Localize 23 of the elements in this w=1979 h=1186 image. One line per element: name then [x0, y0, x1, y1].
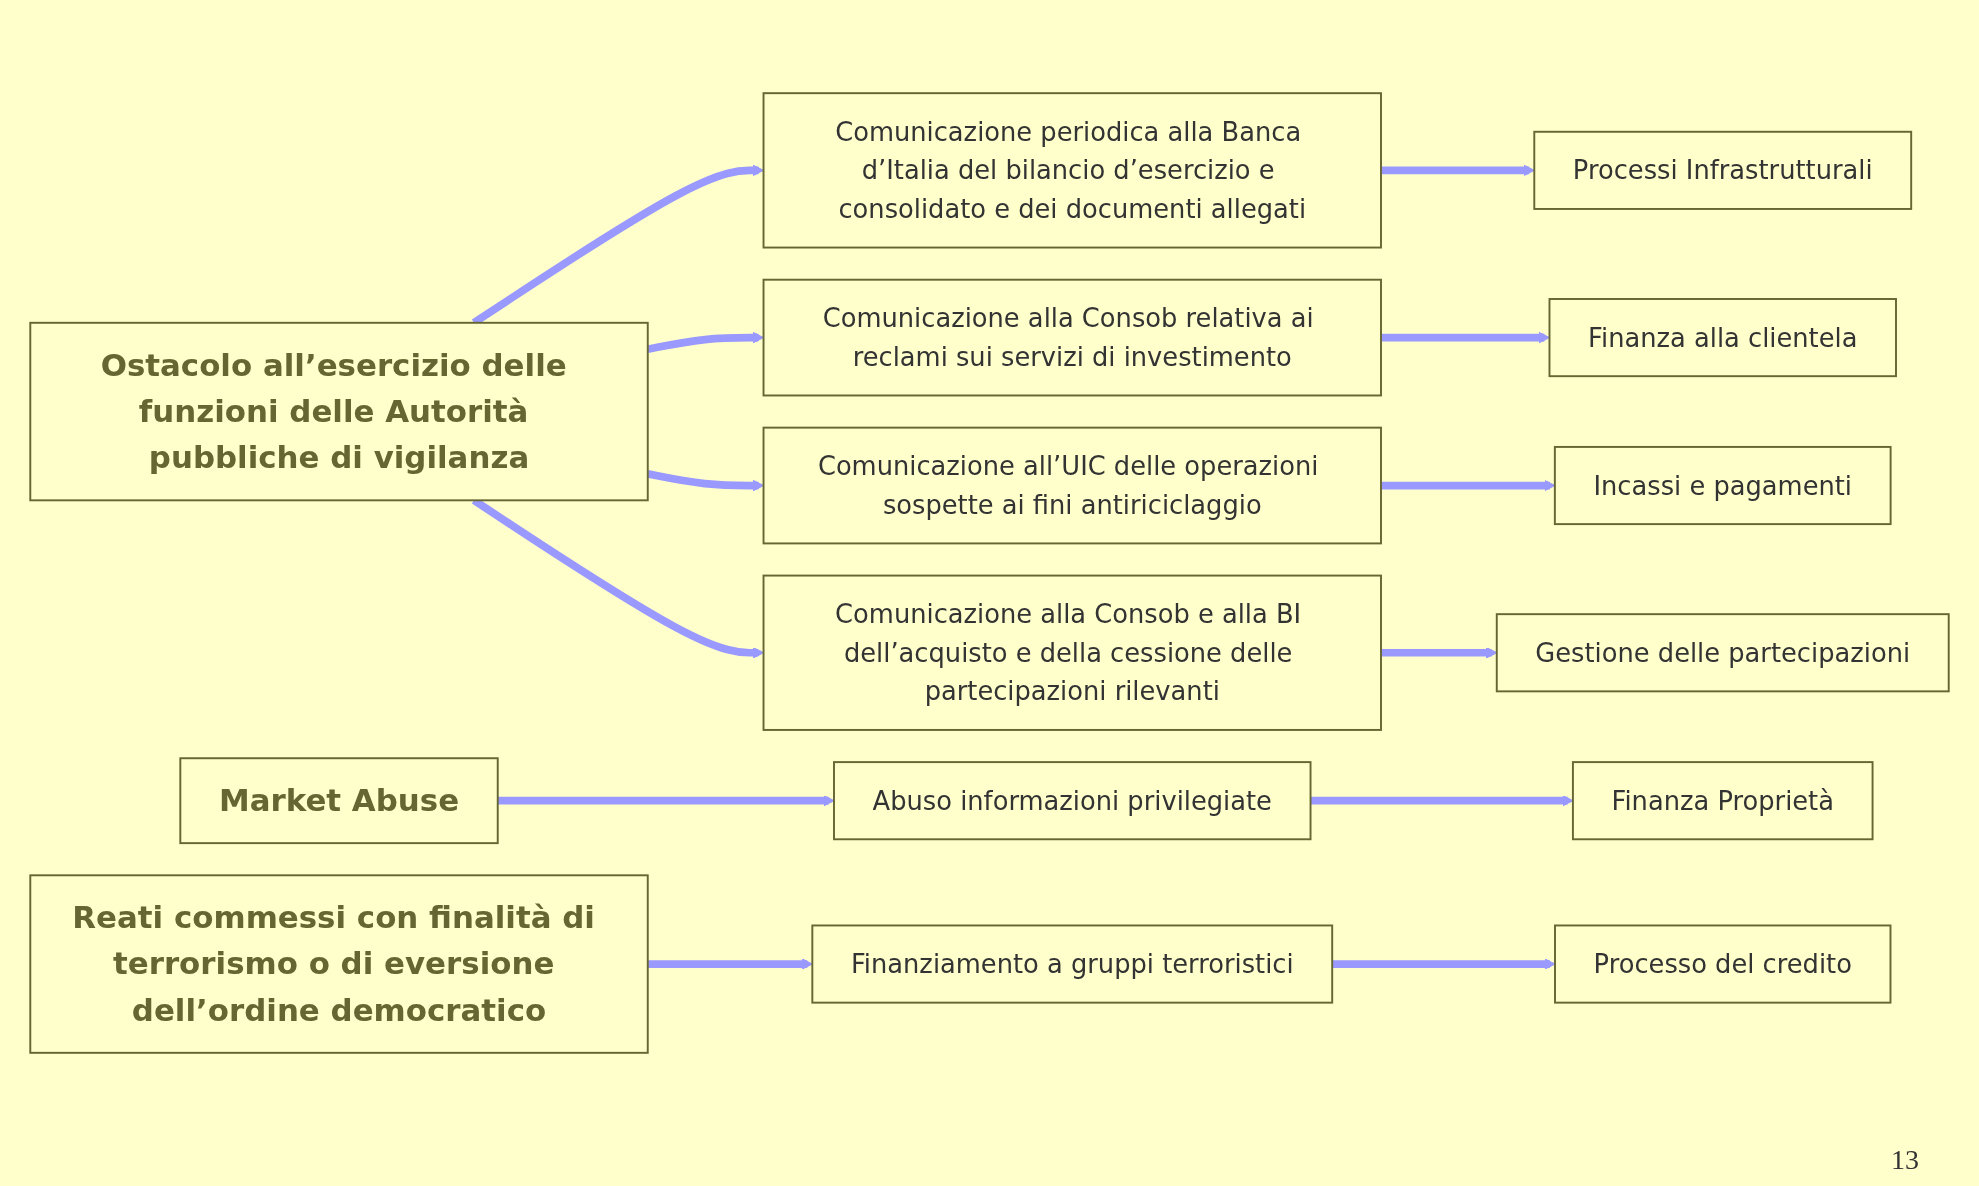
- node-box: Finanza Proprietà: [1571, 761, 1874, 841]
- arrow: [1381, 331, 1550, 344]
- arrow: [647, 331, 765, 354]
- node-box: Reati commessi con finalità di terrorismo o di eversione dell’ordine democratico: [29, 874, 649, 1054]
- node-box: Ostacolo all’esercizio delle funzioni delle Autorità pubbliche di vigilanza: [29, 321, 649, 502]
- node-box: Gestione delle partecipazioni: [1495, 613, 1950, 693]
- node-box: Market Abuse: [179, 757, 499, 845]
- node-box: Comunicazione alla Consob e alla BI dell’acquisto e della cessione delle partecipazioni rilevanti: [762, 574, 1382, 731]
- node-box: Incassi e pagamenti: [1553, 445, 1892, 526]
- arrow: [647, 470, 765, 492]
- node-box: Comunicazione all’UIC delle operazioni sospette ai fini antiriciclaggio: [762, 426, 1382, 545]
- node-box: Processo del credito: [1554, 924, 1892, 1004]
- node-box: Processi Infrastrutturali: [1533, 130, 1913, 210]
- page-number: 13: [1891, 1144, 1919, 1175]
- node-box: Comunicazione alla Consob relativa ai reclami sui servizi di investimento: [762, 278, 1382, 397]
- arrow: [647, 958, 813, 970]
- arrow: [1332, 958, 1556, 970]
- node-box: Abuso informazioni privilegiate: [833, 761, 1312, 841]
- node-box: Finanza alla clientela: [1548, 298, 1897, 378]
- node-box: Comunicazione periodica alla Banca d’Italia del bilancio d’esercizio e consolidato e dei documenti allegati: [762, 92, 1382, 249]
- arrow: [1381, 164, 1535, 176]
- arrow: [1310, 795, 1574, 807]
- node-box: Finanziamento a gruppi terroristici: [811, 924, 1334, 1004]
